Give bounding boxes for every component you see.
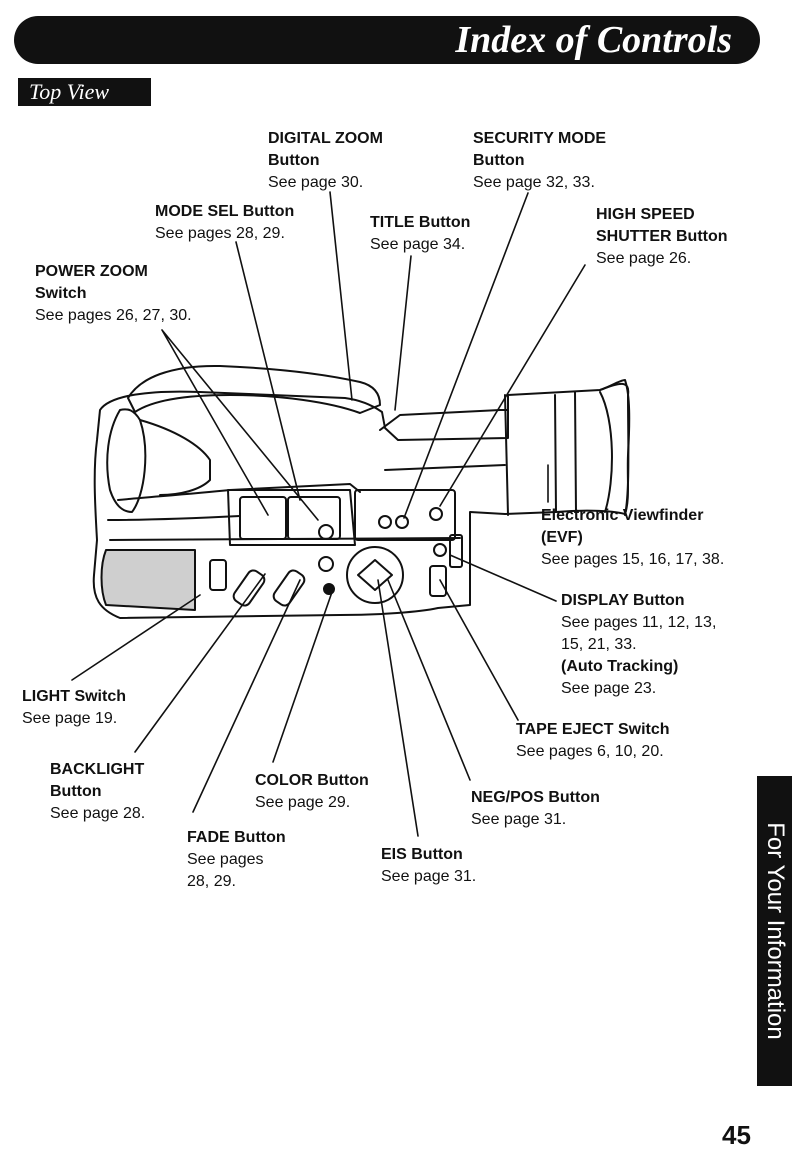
tape-eject-switch	[429, 565, 447, 597]
zoom-rocker	[239, 496, 287, 540]
title-bar: Index of Controls	[14, 16, 760, 64]
page-title: Index of Controls	[455, 19, 732, 61]
page-number: 45	[722, 1120, 751, 1150]
evf-label: Electronic Viewfinder (EVF) See pages 15…	[541, 507, 725, 568]
eis-button-label: EIS Button See page 31.	[381, 846, 477, 885]
eis-negpos-dial	[346, 546, 404, 604]
light-switch-label: LIGHT Switch See page 19.	[22, 688, 126, 727]
color-button-label: COLOR Button See page 29.	[255, 772, 369, 811]
backlight-label: BACKLIGHT Button See page 28.	[50, 761, 146, 822]
side-tab: For Your Information	[757, 776, 792, 1086]
tape-eject-label: TAPE EJECT Switch See pages 6, 10, 20.	[516, 721, 670, 760]
light-grille	[100, 549, 196, 611]
mode-sel-label: MODE SEL Button See pages 28, 29.	[155, 203, 295, 242]
title-button	[378, 515, 392, 529]
security-mode-label: SECURITY MODE Button See page 32, 33.	[473, 130, 607, 191]
digital-zoom-button	[318, 556, 334, 572]
light-switch	[209, 559, 227, 591]
display-button-label: DISPLAY Button See pages 11, 12, 13, 15,…	[561, 592, 717, 697]
display-button	[433, 543, 447, 557]
handle-grip	[127, 364, 381, 414]
high-speed-button	[429, 507, 443, 521]
power-zoom-label: POWER ZOOM Switch See pages 26, 27, 30.	[35, 263, 192, 324]
eyecup	[599, 382, 630, 516]
neg-pos-label: NEG/POS Button See page 31.	[471, 789, 600, 828]
leader-lines	[71, 191, 586, 837]
section-title: Top View	[29, 79, 110, 104]
title-button-label: TITLE Button See page 34.	[370, 214, 471, 253]
high-speed-shutter-label: HIGH SPEED SHUTTER Button See page 26.	[596, 206, 728, 267]
mode-sel-button	[318, 524, 334, 540]
fade-button-label: FADE Button See pages 28, 29.	[187, 829, 286, 890]
fade-button	[272, 569, 306, 607]
section-tab: Top View	[18, 78, 151, 106]
lens	[106, 408, 147, 513]
security-mode-button	[395, 515, 409, 529]
viewfinder-barrel	[379, 409, 509, 431]
backlight-button	[232, 569, 266, 607]
digital-zoom-label: DIGITAL ZOOM Button See page 30.	[268, 130, 383, 191]
